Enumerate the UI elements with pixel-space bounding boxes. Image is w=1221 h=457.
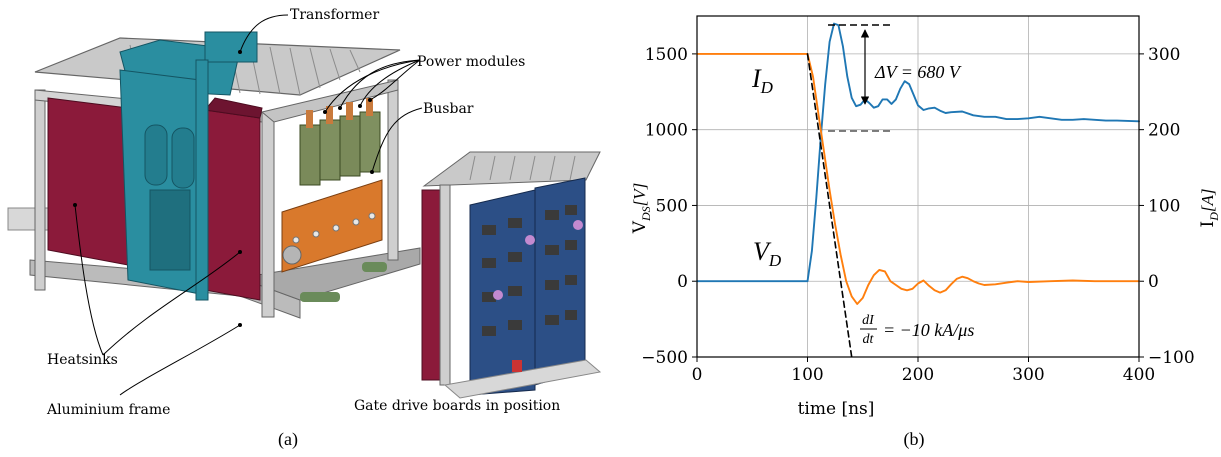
y2-tick-label: 100: [1148, 196, 1180, 216]
y-axis-label: VDS[V]: [630, 183, 653, 235]
y2-tick-label: 0: [1148, 272, 1159, 292]
x-tick-label: 300: [1012, 365, 1044, 385]
vds-trace: [696, 22, 1140, 283]
y2-axis-label-sub: D: [1207, 212, 1221, 222]
y2-axis-label: ID[A]: [1198, 188, 1221, 227]
y2-tick-label: 200: [1148, 121, 1180, 141]
gate-drive-render: [421, 150, 602, 399]
y2-tick-label: −100: [1148, 348, 1195, 368]
x-axis-label: time [ns]: [798, 399, 875, 419]
y-axis-label-sub: DS: [639, 206, 653, 222]
label-power-modules: Power modules: [417, 54, 525, 70]
x-tick-label: 200: [902, 365, 934, 385]
x-tick-label: 400: [1123, 365, 1155, 385]
label-gate-drive-boards: Gate drive boards in position: [354, 398, 560, 414]
y-tick-label: −500: [641, 348, 688, 368]
annotation-didt: dI dt = −10 kA/μs: [860, 313, 974, 347]
y-axis-label-main: V: [630, 220, 650, 234]
y-tick-label: 0: [677, 272, 688, 292]
callout-lines: [74, 14, 423, 396]
y2-tick-label: 300: [1148, 45, 1180, 65]
chart-series: [696, 22, 1140, 358]
didt-slope-line: [806, 53, 853, 358]
y-tick-label: 1500: [645, 45, 688, 65]
id-trace: [696, 52, 1140, 305]
annotation-delta-v: ΔV = 680 V: [874, 62, 962, 82]
label-busbar: Busbar: [423, 101, 474, 117]
y-axis-label-unit: [V]: [630, 183, 649, 207]
y2-axis-label-unit: [A]: [1198, 188, 1217, 212]
annotation-vd: VD: [753, 237, 782, 270]
panel-a: Transformer Power modules Busbar Heatsin…: [7, 7, 602, 450]
didt-value: = −10 kA/μs: [883, 320, 974, 340]
converter-render: [7, 31, 421, 319]
label-heatsinks: Heatsinks: [47, 352, 118, 368]
x-tick-label: 0: [692, 365, 703, 385]
plot-frame: [696, 15, 1140, 358]
didt-denominator: dt: [863, 332, 875, 347]
annotation-id: ID: [751, 64, 774, 97]
didt-numerator: dI: [862, 313, 875, 328]
y-tick-label: 500: [656, 196, 688, 216]
caption-b: (b): [904, 429, 925, 450]
label-aluminium-frame: Aluminium frame: [46, 402, 170, 418]
y-tick-label: 1000: [645, 121, 688, 141]
x-tick-label: 100: [791, 365, 823, 385]
y2-axis-label-main: I: [1198, 221, 1218, 228]
caption-a: (a): [278, 429, 298, 450]
label-transformer: Transformer: [290, 7, 379, 23]
